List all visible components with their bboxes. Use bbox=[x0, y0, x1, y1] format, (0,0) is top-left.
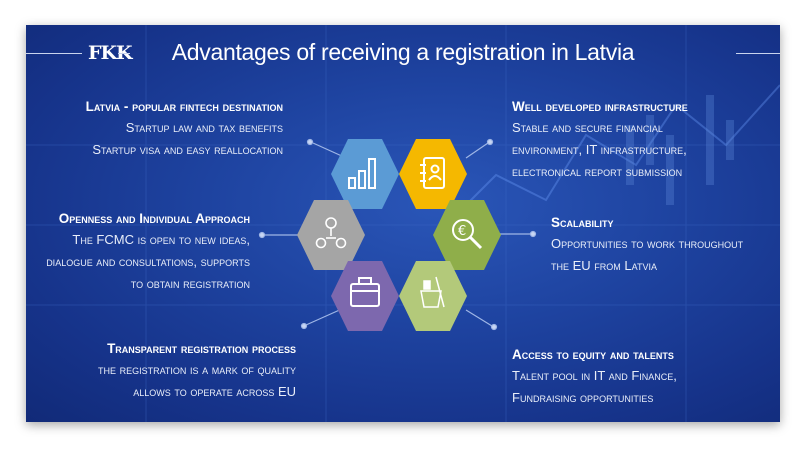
hexagon-briefcase bbox=[331, 261, 399, 331]
title-rule-right bbox=[736, 53, 780, 54]
hexagon-euro: € bbox=[433, 200, 501, 270]
slide-title: Advantages of receiving a registration i… bbox=[171, 39, 635, 65]
line-infrastructure-3: electronical report submission bbox=[512, 164, 683, 179]
heading-transparent: Transparent registration process bbox=[107, 341, 296, 356]
hexagon-tools bbox=[399, 261, 467, 331]
line-openness-2: dialogue and consultations, supports bbox=[46, 254, 250, 269]
block-infrastructure: Well developed infrastructure Stable and… bbox=[512, 97, 772, 183]
logo-rule bbox=[118, 53, 130, 54]
connector-infrastructure bbox=[465, 142, 489, 159]
block-scalability: Scalability Opportunities to work throug… bbox=[551, 213, 779, 277]
fcmc-logo: FKK bbox=[88, 42, 133, 64]
bar-chart-icon bbox=[348, 158, 376, 189]
block-transparent: Transparent registration process the reg… bbox=[46, 339, 296, 403]
block-access: Access to equity and talents Talent pool… bbox=[512, 345, 772, 409]
hexagon-people bbox=[297, 200, 365, 270]
line-latvia-2: Startup visa and easy reallocation bbox=[92, 142, 283, 157]
euro-search-icon: € bbox=[452, 219, 483, 250]
line-openness-3: to obtain registration bbox=[130, 276, 250, 291]
title-rule-left bbox=[26, 53, 82, 54]
line-access-1: Talent pool in IT and Finance, bbox=[512, 368, 677, 383]
connector-access bbox=[465, 309, 493, 327]
block-openness: Openness and Individual Approach The FCM… bbox=[26, 209, 250, 295]
line-infrastructure-1: Stable and secure financial bbox=[512, 120, 663, 135]
line-scalability-1: Opportunities to work throughout bbox=[551, 236, 744, 251]
heading-openness: Openness and Individual Approach bbox=[58, 211, 250, 226]
heading-infrastructure: Well developed infrastructure bbox=[512, 99, 688, 114]
line-scalability-2: the EU from Latvia bbox=[551, 258, 657, 273]
hexagon-bar-chart bbox=[331, 139, 399, 209]
heading-access: Access to equity and talents bbox=[512, 347, 674, 362]
bucket-tools-icon bbox=[420, 276, 445, 308]
heading-latvia: Latvia - popular fintech destination bbox=[85, 99, 283, 114]
heading-scalability: Scalability bbox=[551, 215, 614, 230]
hexagon-notebook bbox=[399, 139, 467, 209]
connector-transparent bbox=[305, 307, 345, 326]
block-latvia: Latvia - popular fintech destination Sta… bbox=[46, 97, 283, 161]
line-transparent-2: allows to operate across EU bbox=[133, 384, 296, 399]
briefcase-icon bbox=[350, 277, 380, 307]
hexagon-cluster: € bbox=[258, 138, 537, 331]
line-infrastructure-2: environment, IT infrastructure, bbox=[512, 142, 687, 157]
line-transparent-1: the registration is a mark of quality bbox=[97, 362, 296, 377]
notebook-icon bbox=[420, 157, 445, 189]
people-network-icon bbox=[315, 217, 347, 249]
connector-latvia bbox=[312, 142, 345, 158]
svg-text:€: € bbox=[458, 224, 466, 239]
line-latvia-1: Startup law and tax benefits bbox=[125, 120, 283, 135]
line-openness-1: The FCMC is open to new ideas, bbox=[72, 232, 250, 247]
slide: FKK Advantages of receiving a registrati… bbox=[26, 25, 780, 422]
line-access-2: Fundraising opportunities bbox=[512, 390, 654, 405]
